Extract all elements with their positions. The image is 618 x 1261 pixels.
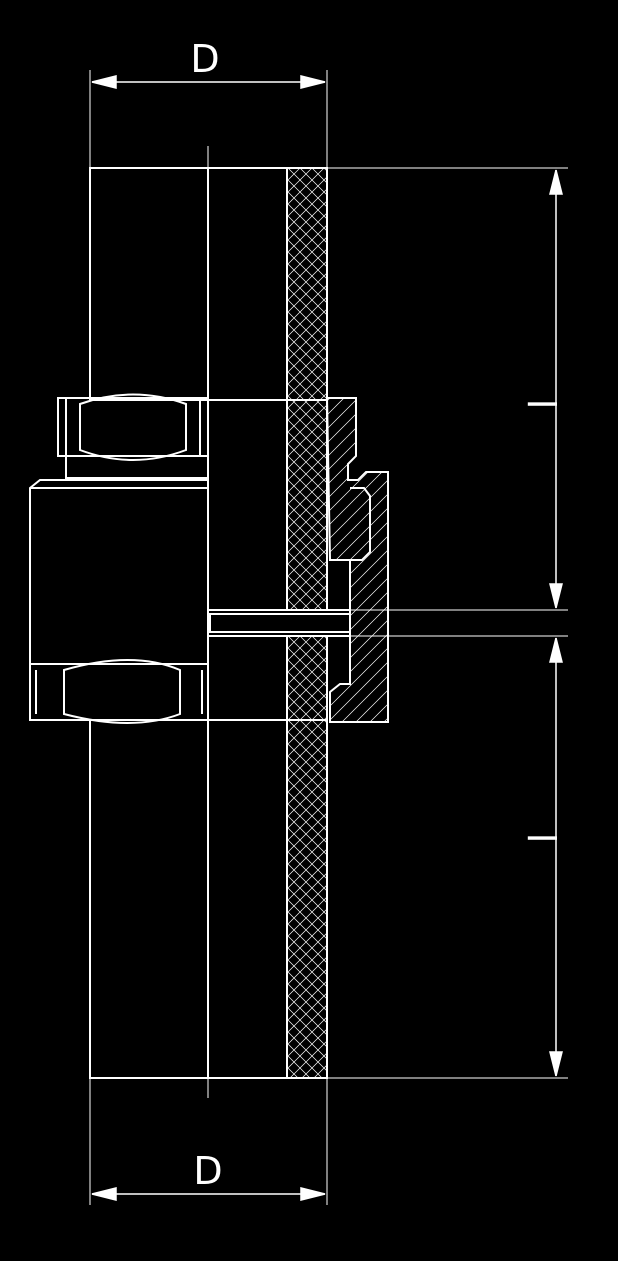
upper-wall-hatch xyxy=(286,167,328,611)
dimension-lower-l xyxy=(549,637,563,1077)
dimension-upper-l xyxy=(549,169,563,609)
lower-wall-hatch xyxy=(286,635,328,1079)
upper-hex-nut xyxy=(57,393,209,479)
label-lower-length: l xyxy=(519,833,563,844)
label-top-diameter: D xyxy=(190,37,219,81)
dimension-bottom-d xyxy=(91,1187,326,1201)
label-bottom-diameter: D xyxy=(193,1149,222,1193)
wall-clamp xyxy=(325,397,389,723)
lower-hex-nut xyxy=(29,659,209,724)
dimension-top-d xyxy=(91,75,326,89)
extension-lines xyxy=(89,70,568,1205)
label-upper-length: l xyxy=(519,399,563,410)
